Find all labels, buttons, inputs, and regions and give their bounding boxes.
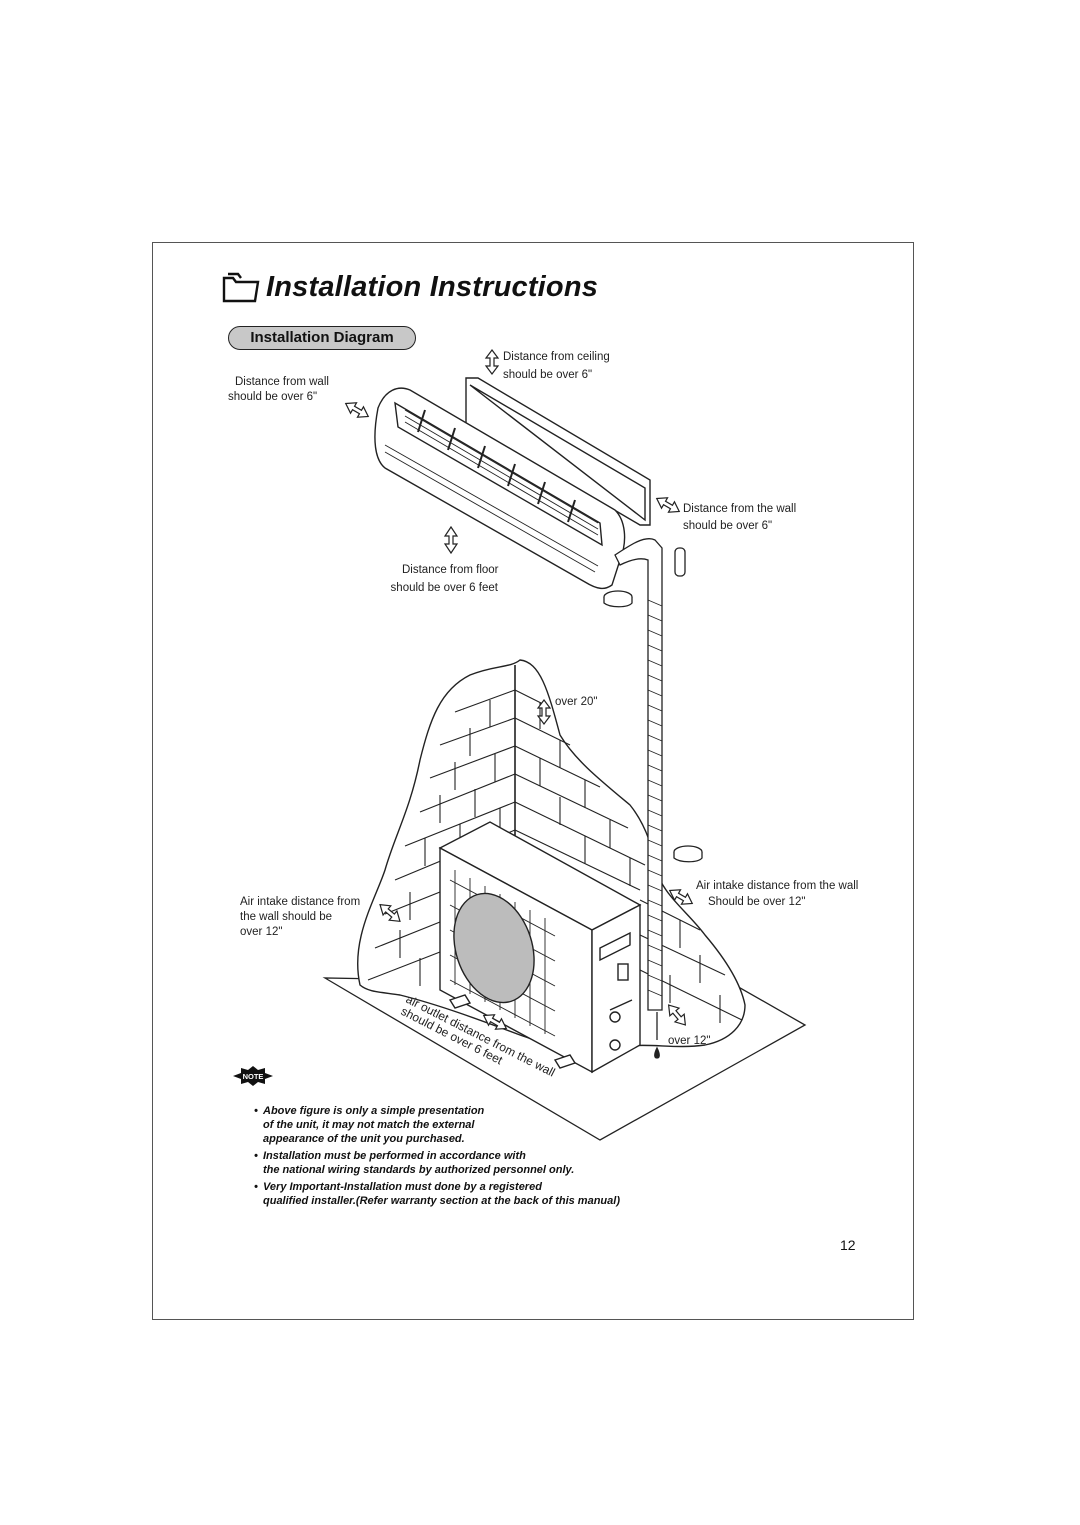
outdoor-unit bbox=[438, 821, 642, 1074]
distance-arrows bbox=[344, 349, 694, 1030]
note-badge: NOTE bbox=[233, 1066, 273, 1086]
floor-distance-label: Distance from floor should be over 6 fee… bbox=[390, 564, 499, 594]
page-number: 12 bbox=[840, 1237, 856, 1253]
note-item: • Very Important-Installation must done … bbox=[254, 1181, 620, 1207]
bullet-icon: • bbox=[254, 1181, 258, 1193]
section-heading: Installation Diagram bbox=[228, 326, 416, 350]
folder-icon bbox=[222, 272, 260, 303]
brick-lines bbox=[367, 689, 743, 1023]
title-row: Installation Instructions bbox=[222, 270, 598, 304]
refrigerant-pipe bbox=[603, 538, 703, 1059]
note-badge-text: NOTE bbox=[243, 1072, 264, 1081]
note-item: • Above figure is only a simple presenta… bbox=[254, 1105, 485, 1145]
wall-right-distance-label: Distance from the wall should be over 6" bbox=[683, 503, 797, 532]
bullet-icon: • bbox=[254, 1105, 258, 1117]
note-item: • Installation must be performed in acco… bbox=[254, 1150, 575, 1176]
bullet-icon: • bbox=[254, 1150, 258, 1162]
over-20-label: over 20" bbox=[555, 696, 598, 708]
notes-list: • Above figure is only a simple presenta… bbox=[254, 1104, 620, 1211]
page-title: Installation Instructions bbox=[266, 270, 599, 303]
over-12-label: over 12" bbox=[668, 1035, 711, 1047]
intake-right-label: Air intake distance from the wall Should… bbox=[696, 880, 859, 908]
intake-left-label: Air intake distance from the wall should… bbox=[240, 896, 361, 938]
wall-left-distance-label: Distance from wall should be over 6" bbox=[228, 376, 329, 403]
page-frame bbox=[152, 242, 914, 1320]
indoor-unit bbox=[374, 377, 651, 590]
ceiling-distance-label: Distance from ceiling should be over 6" bbox=[503, 351, 610, 381]
